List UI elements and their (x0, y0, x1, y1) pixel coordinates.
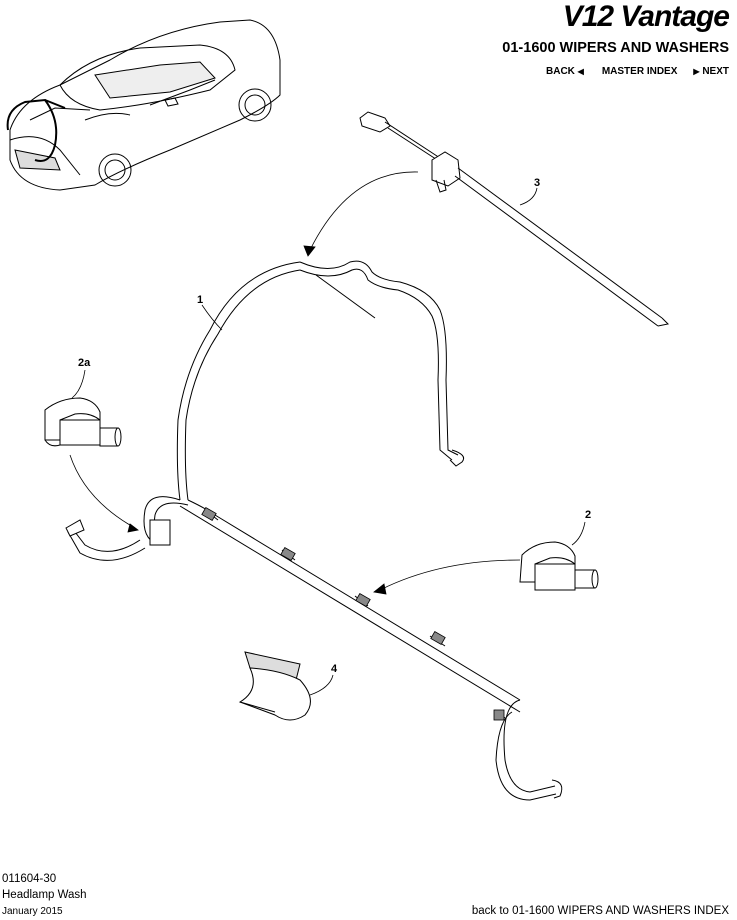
back-link[interactable]: BACK ◀ (546, 66, 584, 77)
item-3-tie-strap (359, 111, 670, 327)
diagram-name: Headlamp Wash (2, 889, 87, 901)
back-arrow-icon: ◀ (577, 67, 584, 76)
leader-4 (309, 674, 334, 696)
hose-clips (201, 506, 505, 721)
item-2a-clip (44, 397, 122, 447)
leader-2a (71, 369, 86, 399)
nav-bar: BACK ◀ MASTER INDEX ▶ NEXT (546, 66, 729, 77)
arrow-pointer-2a (69, 454, 139, 533)
v12-vantage-logo: V12 Vantage (562, 0, 730, 33)
master-index-link[interactable]: MASTER INDEX (601, 66, 678, 77)
item-4-sleeve (238, 651, 311, 721)
callout-4: 4 (331, 663, 338, 675)
callout-2: 2 (585, 509, 591, 521)
section-title: 01-1600 WIPERS AND WASHERS (502, 40, 729, 56)
callout-2a: 2a (78, 357, 91, 369)
leader-3 (519, 187, 538, 206)
diagram-code: 011604-30 (2, 873, 57, 885)
item-2-clip (519, 541, 599, 591)
car-thumbnail (6, 19, 281, 191)
arrow-pointer-2 (373, 559, 521, 595)
callout-3: 3 (534, 177, 540, 189)
diagram-date: January 2015 (2, 906, 63, 917)
back-to-index-link[interactable]: back to 01-1600 WIPERS AND WASHERS INDEX (471, 905, 729, 917)
next-arrow-icon: ▶ (693, 67, 700, 76)
callout-1: 1 (197, 294, 203, 306)
arrow-pointer-3 (303, 171, 419, 257)
item-1-hose (65, 260, 563, 801)
next-link[interactable]: ▶ NEXT (693, 66, 729, 77)
leader-2 (571, 521, 586, 546)
leader-1 (201, 304, 223, 331)
